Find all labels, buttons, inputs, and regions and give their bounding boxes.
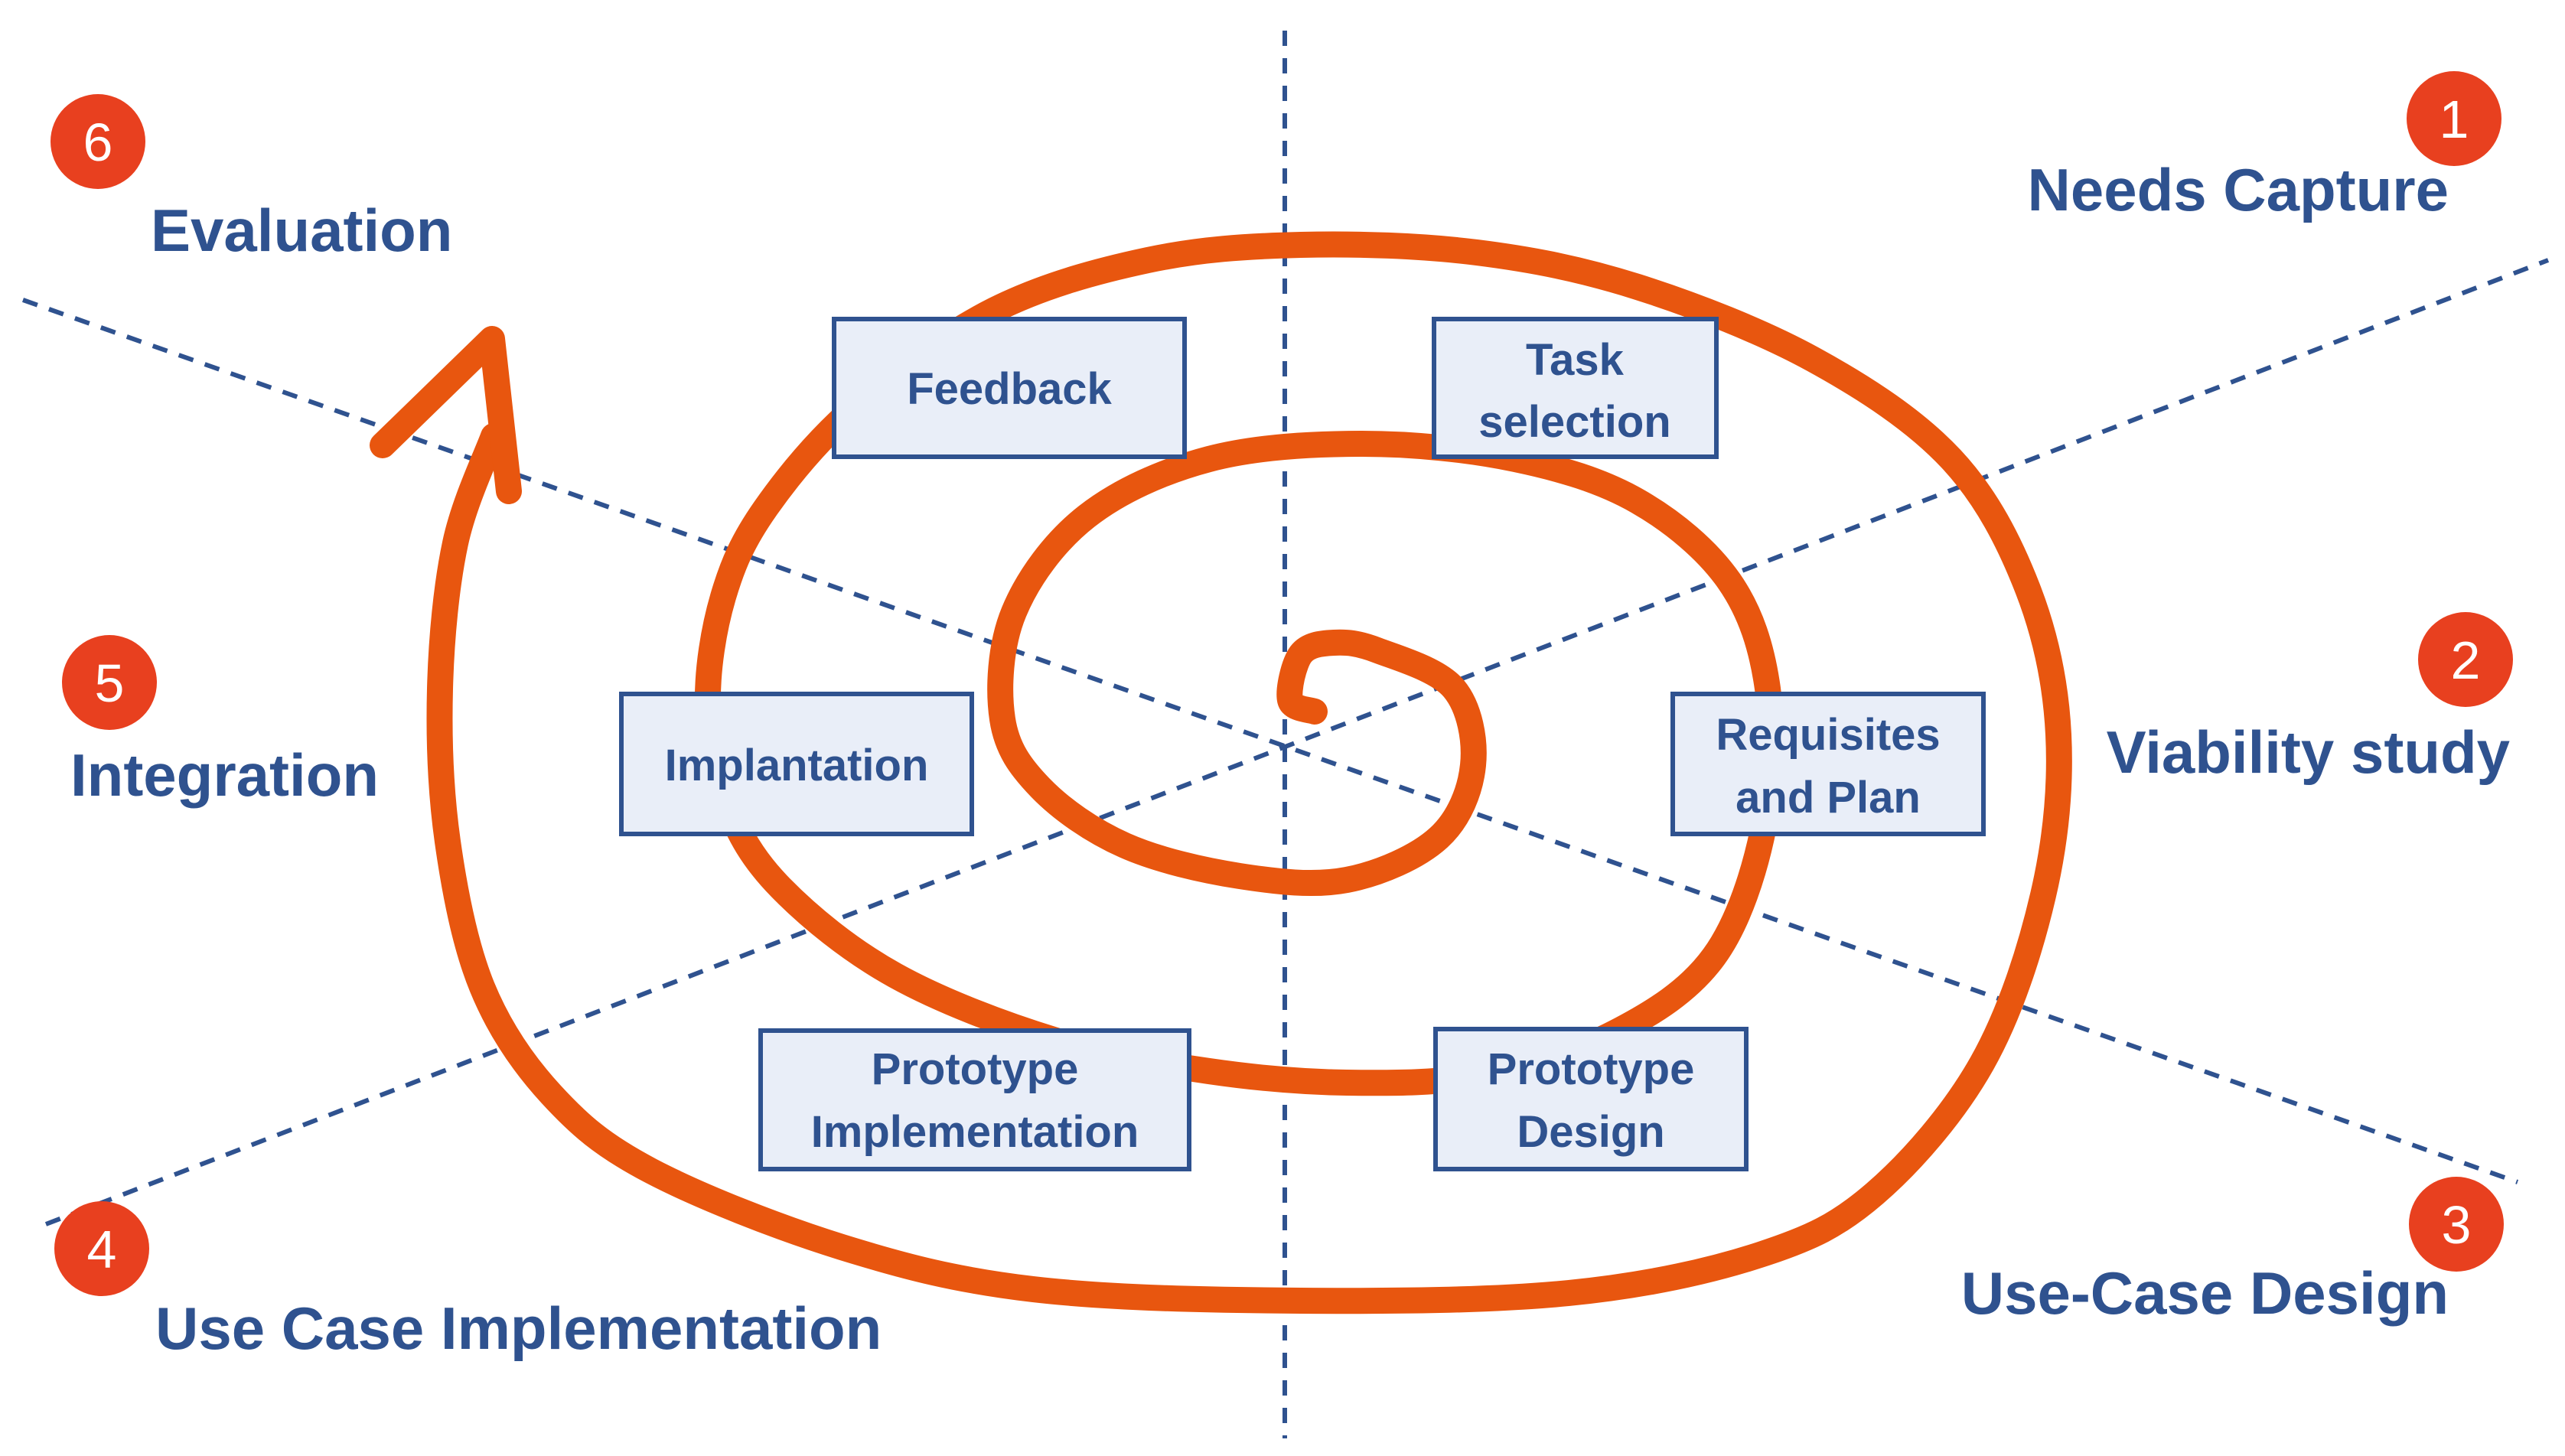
step-label-line-2: Design [1517,1107,1664,1157]
phase-label: Use-Case Design [1961,1259,2449,1327]
step-label-line-1: Prototype [1488,1044,1695,1094]
step-label-line-1: Requisites [1716,710,1940,760]
step-label-line-2: and Plan [1736,773,1921,822]
step-label-line-2: Implementation [811,1107,1139,1157]
step-label: Implantation [665,741,929,790]
step-box [1670,692,1986,836]
step-label-line-1: Prototype [872,1044,1079,1094]
sector-dividers [21,31,2550,1438]
phase-number: 3 [2442,1195,2472,1255]
phase-label: Needs Capture [2028,156,2449,223]
phase-1: 1 Needs Capture [2028,71,2501,223]
phase-4: 4 Use Case Implementation [54,1201,882,1362]
phase-6: 6 Evaluation [51,94,452,264]
phase-label: Viability study [2107,718,2510,786]
phase-number-badge [2418,612,2513,707]
phase-number: 4 [87,1220,117,1279]
phase-number: 1 [2440,90,2469,149]
phase-label: Evaluation [151,197,452,264]
step-label-line-2: selection [1478,397,1670,447]
phase-number: 5 [95,653,125,713]
phase-number: 6 [83,112,113,172]
spiral-arrow-icon [370,231,2072,1314]
step-box [832,317,1187,459]
spiral-arrowhead [370,326,522,504]
step-prototype-implementation: Prototype Implementation [758,1028,1191,1171]
step-box [1433,1027,1749,1171]
step-requisites-and-plan: Requisites and Plan [1670,692,1986,836]
phase-label: Integration [70,741,379,809]
phase-number-badge [51,94,145,189]
phase-number-badge [62,635,157,730]
step-prototype-design: Prototype Design [1433,1027,1749,1171]
step-label: Feedback [907,364,1112,414]
phase-number-badge [2409,1177,2504,1272]
rising-divider [44,258,2550,1226]
phase-2: 2 Viability study [2107,612,2513,786]
phase-3: 3 Use-Case Design [1961,1177,2504,1327]
step-box [758,1028,1191,1171]
phase-number-badge [2407,71,2501,166]
step-feedback: Feedback [832,317,1187,459]
phase-5: 5 Integration [62,635,379,809]
falling-divider [21,298,2519,1184]
step-implantation: Implantation [619,692,974,836]
spiral-path [426,231,2072,1314]
phase-number-badge [54,1201,149,1296]
phase-number: 2 [2451,630,2481,690]
phase-label: Use Case Implementation [155,1295,882,1362]
step-box [619,692,974,836]
step-label-line-1: Task [1526,335,1625,385]
step-task-selection: Task selection [1432,317,1719,459]
step-box [1432,317,1719,459]
